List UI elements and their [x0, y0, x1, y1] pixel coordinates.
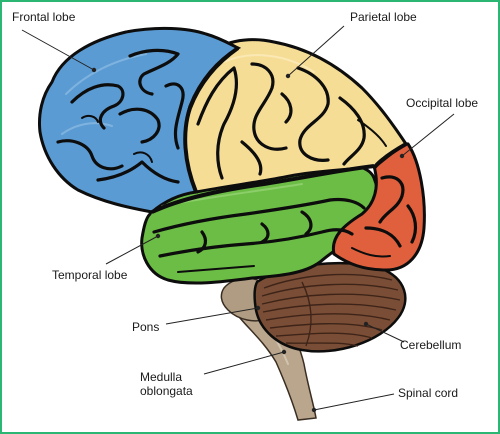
- occipital-lobe-region: [331, 142, 426, 272]
- cerebellum: [253, 261, 407, 353]
- temporal-lobe-leader: [105, 235, 159, 265]
- frontal-lobe-leader: [21, 29, 95, 71]
- cerebrum: [38, 26, 426, 285]
- leader-dots: [91, 67, 405, 413]
- parieto-occipital-sulcus: [372, 142, 407, 170]
- temporal-lobe-label: Temporal lobe: [52, 268, 128, 282]
- lateral-sulcus: [151, 164, 375, 214]
- medulla-oblongata-label: Medulla oblongata: [140, 370, 220, 398]
- spinal-cord-leader: [313, 393, 395, 411]
- spinal-cord-label: Spinal cord: [398, 386, 459, 400]
- parietal-lobe-dot: [285, 73, 291, 79]
- frontal-lobe-label: Frontal lobe: [12, 10, 76, 24]
- medulla-leader: [203, 351, 285, 375]
- cerebellum-leader: [365, 323, 405, 343]
- occipital-lobe-dot: [399, 153, 405, 159]
- cerebellum-dot: [363, 321, 369, 327]
- cerebellum-label: Cerebellum: [400, 338, 462, 352]
- frontal-lobe-dot: [91, 67, 97, 73]
- occipital-gyri: [351, 175, 418, 258]
- parietal-lobe-label: Parietal lobe: [350, 10, 417, 24]
- spinal-cord-dot: [311, 407, 317, 413]
- medulla-dot: [281, 349, 287, 355]
- occipital-lobe-leader: [401, 113, 455, 157]
- brain-fissures: [151, 46, 407, 214]
- medulla-label-line2: oblongata: [140, 384, 193, 398]
- temporal-lobe-dot: [155, 233, 161, 239]
- pons-leader: [165, 307, 259, 325]
- pons-dot: [255, 305, 261, 311]
- central-sulcus: [183, 46, 240, 193]
- parietal-lobe-leader: [287, 25, 345, 77]
- pons-label: Pons: [132, 320, 160, 334]
- frontal-gyri: [56, 48, 185, 184]
- occipital-lobe-label: Occipital lobe: [406, 96, 479, 110]
- parietal-gyri: [196, 54, 387, 180]
- medulla-label-line1: Medulla: [140, 370, 183, 384]
- leader-lines: [21, 25, 455, 411]
